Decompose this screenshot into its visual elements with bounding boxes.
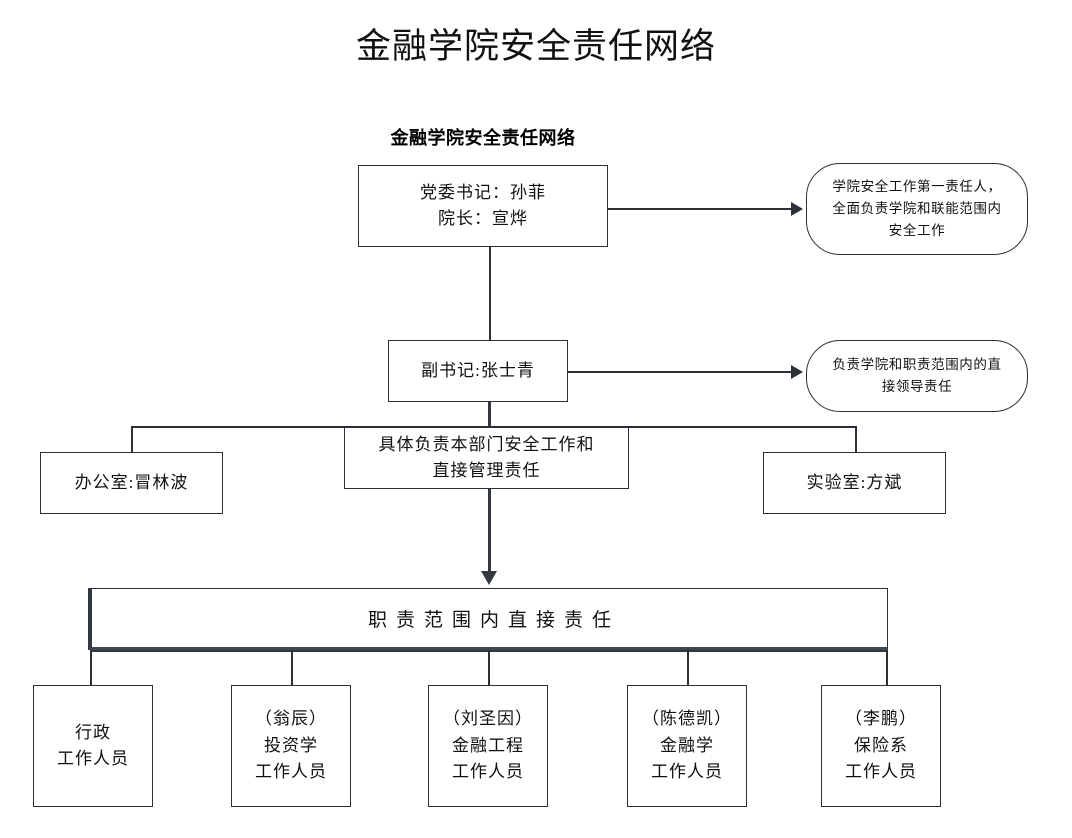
leadership-note-line-2: 全面负责学院和联能范围内 xyxy=(832,201,1002,217)
band-drop-2 xyxy=(291,650,293,685)
staff-1-line-1: 行政 xyxy=(75,722,111,742)
staff-1-line-2: 工作人员 xyxy=(57,749,129,768)
arrowhead-leadership-note xyxy=(791,202,803,216)
staff-box-insurance[interactable]: （李鹏） 保险系 工作人员 xyxy=(821,685,941,807)
staff-3-line-1: （刘圣因） xyxy=(443,709,533,729)
connector-leadership-to-note xyxy=(608,208,793,210)
arrowhead-duty-band xyxy=(481,571,497,585)
arrowhead-deputy-note xyxy=(791,365,803,379)
bus-drop-office xyxy=(131,426,133,453)
leadership-line-1: 党委书记：孙菲 xyxy=(420,182,546,202)
bus-drop-lab xyxy=(855,426,857,453)
staff-2-line-1: （翁辰） xyxy=(255,709,327,729)
direct-responsibility-text: 职责范围内直接责任 xyxy=(367,609,620,631)
deputy-responsibility-callout: 负责学院和职责范围内的直 接领导责任 xyxy=(806,340,1028,412)
staff-3-line-2: 金融工程 xyxy=(452,735,524,755)
leadership-box[interactable]: 党委书记：孙菲 院长：宣烨 xyxy=(358,165,608,247)
leadership-responsibility-callout: 学院安全工作第一责任人， 全面负责学院和联能范围内 安全工作 xyxy=(806,163,1028,255)
deputy-secretary-box[interactable]: 副书记:张士青 xyxy=(388,340,568,402)
staff-box-investment[interactable]: （翁辰） 投资学 工作人员 xyxy=(231,685,351,807)
staff-2-line-2: 投资学 xyxy=(264,735,318,755)
staff-box-financial-engineering[interactable]: （刘圣因） 金融工程 工作人员 xyxy=(428,685,548,807)
connector-leadership-to-deputy xyxy=(489,247,491,340)
staff-box-finance[interactable]: （陈德凯） 金融学 工作人员 xyxy=(627,685,747,807)
deputy-note-line-1: 负责学院和职责范围内的直 xyxy=(832,357,1002,373)
page-title: 金融学院安全责任网络 xyxy=(355,27,716,66)
connector-duty-to-band xyxy=(488,489,491,572)
staff-3-line-3: 工作人员 xyxy=(452,762,524,782)
department-duty-line-1: 具体负责本部门安全工作和 xyxy=(378,434,595,454)
connector-deputy-to-bus xyxy=(488,402,491,428)
leadership-note-line-1: 学院安全工作第一责任人， xyxy=(832,179,1002,195)
leadership-note-line-3: 安全工作 xyxy=(888,222,946,238)
band-drop-4 xyxy=(687,650,689,685)
staff-5-line-2: 保险系 xyxy=(854,735,908,755)
band-drop-3 xyxy=(488,650,490,685)
staff-4-line-1: （陈德凯） xyxy=(642,709,732,729)
laboratory-box[interactable]: 实验室:方斌 xyxy=(763,452,946,514)
staff-box-administration[interactable]: 行政 工作人员 xyxy=(33,685,153,807)
band-drop-5 xyxy=(886,650,888,685)
staff-4-line-3: 工作人员 xyxy=(651,762,723,782)
staff-5-line-3: 工作人员 xyxy=(845,762,917,782)
staff-4-line-2: 金融学 xyxy=(660,735,714,755)
department-duty-line-2: 直接管理责任 xyxy=(432,461,541,480)
leadership-line-2: 院长：宣烨 xyxy=(438,209,528,228)
office-box[interactable]: 办公室:冒林波 xyxy=(40,452,223,514)
direct-responsibility-band: 职责范围内直接责任 xyxy=(88,588,888,650)
office-line-1: 办公室:冒林波 xyxy=(74,472,189,492)
connector-deputy-to-note xyxy=(568,371,793,373)
staff-5-line-1: （李鹏） xyxy=(845,709,917,729)
chart-subtitle: 金融学院安全责任网络 xyxy=(390,128,576,148)
horizontal-bus-level3 xyxy=(131,426,856,428)
deputy-note-line-2: 接领导责任 xyxy=(881,379,953,394)
deputy-line-1: 副书记:张士青 xyxy=(421,360,535,380)
band-drop-1 xyxy=(90,650,92,685)
laboratory-line-1: 实验室:方斌 xyxy=(806,472,903,492)
department-duty-box[interactable]: 具体负责本部门安全工作和 直接管理责任 xyxy=(344,427,629,489)
staff-2-line-3: 工作人员 xyxy=(255,762,327,782)
